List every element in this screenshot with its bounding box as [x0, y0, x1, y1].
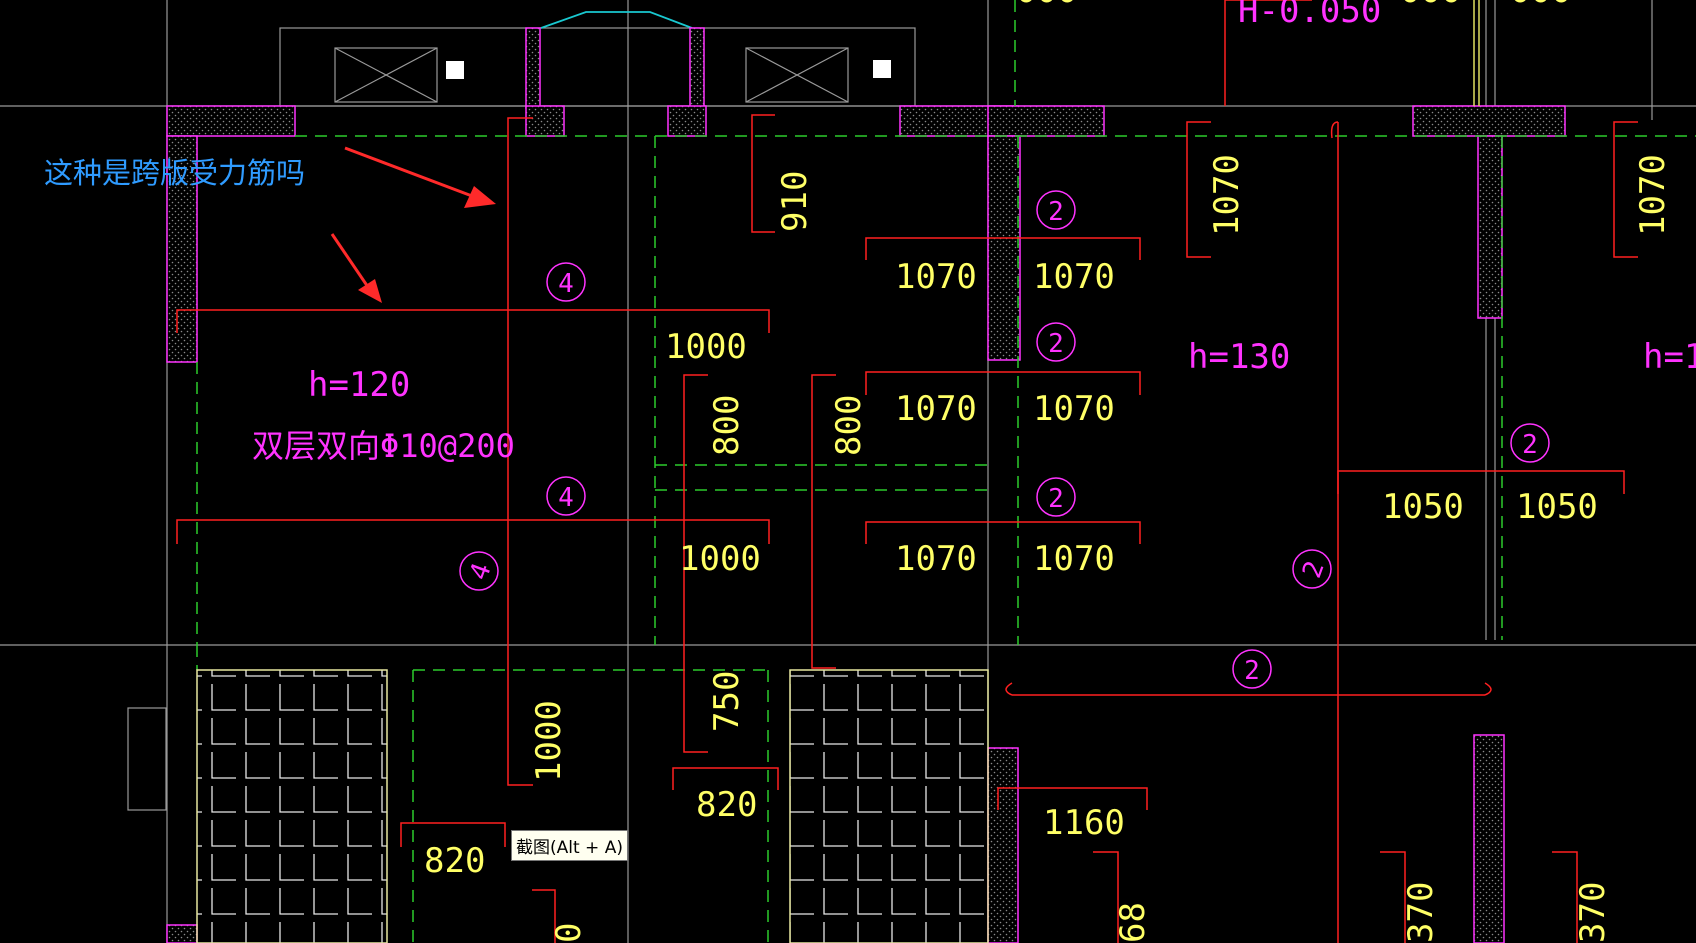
- dimension-1070: 1070: [1033, 257, 1115, 297]
- dimension-1070: 1070: [895, 539, 977, 579]
- screenshot-tooltip: 截图(Alt + A): [511, 830, 628, 861]
- window-marker-1: [446, 61, 464, 79]
- rebar-mark-2-e: 2: [1297, 557, 1331, 582]
- dimension-370-partial: 370: [1573, 882, 1613, 943]
- top-outline: [127, 27, 916, 811]
- slab-thickness-120: h=120: [308, 365, 410, 405]
- dimension-1070: 1070: [895, 257, 977, 297]
- rebar-mark-2-f: 2: [1244, 656, 1260, 686]
- dimension-1160: 1160: [1043, 803, 1125, 843]
- dimension-1050: 1050: [1382, 487, 1464, 527]
- rebar-lines[interactable]: [176, 114, 1638, 943]
- slab-thickness-partial: h=1: [1643, 337, 1696, 377]
- slab-thickness-130: h=130: [1188, 337, 1290, 377]
- window-marker-2: [873, 60, 891, 78]
- slab-rebar-spec: 双层双向Φ10@200: [252, 427, 515, 465]
- elevation-label: H-0.050: [1238, 0, 1381, 31]
- dimension-partial: 000: [1400, 0, 1461, 11]
- rebar-mark-4-c: 4: [464, 559, 498, 584]
- dimension-820: 820: [424, 841, 485, 881]
- rebar-mark-4-b: 4: [558, 483, 574, 513]
- rebar-mark-2-a: 2: [1048, 197, 1064, 227]
- dimension-800: 800: [707, 395, 747, 456]
- annotation-question: 这种是跨版受力筋吗: [44, 156, 306, 190]
- dimension-1050: 1050: [1516, 487, 1598, 527]
- beam-dashed-lines: [196, 0, 1696, 943]
- dimension-68-partial: 68: [1113, 902, 1153, 943]
- structural-lines: [1224, 0, 1312, 106]
- dimension-1000: 1000: [679, 539, 761, 579]
- dimension-partial: 000: [1510, 0, 1571, 11]
- rebar-mark-2-c: 2: [1048, 484, 1064, 514]
- roof-cyan-line: [540, 11, 693, 29]
- concrete-walls: [166, 27, 1566, 943]
- rebar-mark-4-a: 4: [558, 269, 574, 299]
- dimension-1000-vertical: 1000: [529, 700, 569, 782]
- dimension-370-partial: 370: [1401, 882, 1441, 943]
- dimension-800: 800: [829, 395, 869, 456]
- rebar-mark-2-b: 2: [1048, 329, 1064, 359]
- annotation-arrows: [330, 146, 496, 303]
- dimension-910: 910: [775, 171, 815, 232]
- yellow-column-lines: [1473, 0, 1480, 106]
- dimension-partial: 000: [1016, 0, 1077, 11]
- dimension-1070: 1070: [1033, 539, 1115, 579]
- tile-areas: [196, 669, 989, 943]
- dimension-820: 820: [696, 785, 757, 825]
- dimension-0-partial: 0: [549, 923, 589, 943]
- dimension-1070: 1070: [895, 389, 977, 429]
- rebar-mark-circles[interactable]: [459, 190, 1550, 689]
- rebar-mark-2-d: 2: [1522, 430, 1538, 460]
- dimension-1070: 1070: [1033, 389, 1115, 429]
- dimension-1070-vertical: 1070: [1207, 154, 1247, 236]
- dimension-1070-vertical: 1070: [1633, 154, 1673, 236]
- dimension-1000: 1000: [665, 327, 747, 367]
- dimension-750: 750: [707, 671, 747, 732]
